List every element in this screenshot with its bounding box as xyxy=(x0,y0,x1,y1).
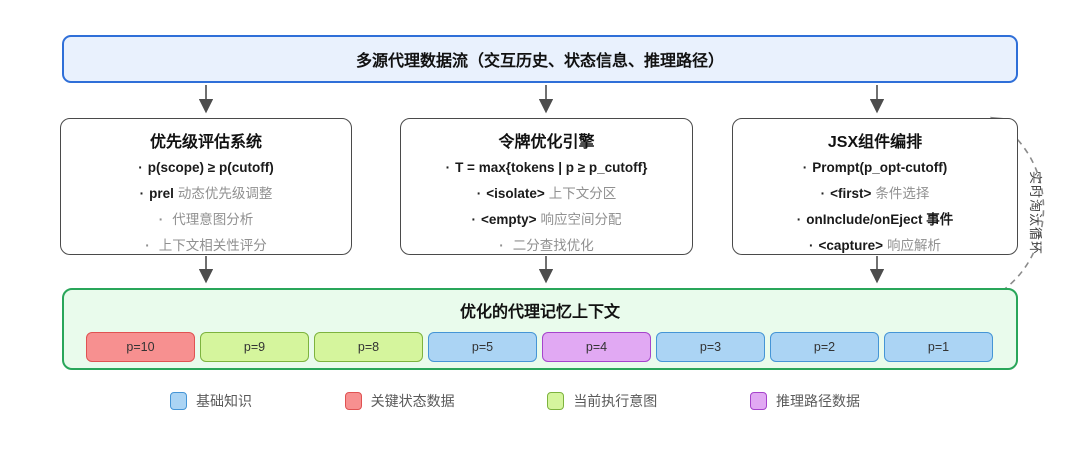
priority-chip: p=2 xyxy=(770,332,879,362)
legend-item-reasoning: 推理路径数据 xyxy=(749,391,860,411)
panel-item: 二分查找优化 xyxy=(407,233,686,259)
legend-label: 当前执行意图 xyxy=(573,393,658,409)
panel-title: 优先级评估系统 xyxy=(149,134,262,151)
memory-context-node: 优化的代理记忆上下文 p=10 p=9 p=8 p=5 p=4 p=3 p=2 … xyxy=(62,288,1018,370)
source-node-title: 多源代理数据流（交互历史、状态信息、推理路径） xyxy=(355,53,724,70)
priority-chip: p=8 xyxy=(314,332,423,362)
chip-label: p=9 xyxy=(243,340,266,354)
panel-priority-evaluation: 优先级评估系统 p(scope) ≥ p(cutoff) prel动态优先级调整… xyxy=(60,118,352,255)
legend-item-knowledge: 基础知识 xyxy=(170,391,252,411)
panel-item: p(scope) ≥ p(cutoff) xyxy=(67,155,345,181)
priority-chip: p=5 xyxy=(428,332,537,362)
panel-item-code: <empty> xyxy=(480,212,537,227)
panel-item-code: p(scope) ≥ p(cutoff) xyxy=(147,160,274,175)
priority-chip: p=1 xyxy=(884,332,993,362)
priority-chip: p=3 xyxy=(656,332,765,362)
chip-label: p=8 xyxy=(357,340,380,354)
panel-item-code: prel xyxy=(149,186,174,201)
priority-chip: p=9 xyxy=(200,332,309,362)
chip-label: p=3 xyxy=(699,340,722,354)
legend-swatch-red xyxy=(344,392,362,410)
priority-chip-row: p=10 p=9 p=8 p=5 p=4 p=3 p=2 p=1 xyxy=(86,332,998,362)
panel-item-code: <first> xyxy=(830,186,872,201)
panel-title: 令牌优化引擎 xyxy=(498,134,595,151)
panel-item: <empty>响应空间分配 xyxy=(407,207,686,233)
panel-item: 代理意图分析 xyxy=(67,207,345,233)
panel-item-text: 二分查找优化 xyxy=(512,238,594,253)
chip-label: p=2 xyxy=(813,340,836,354)
panel-jsx-orchestration: JSX组件编排 Prompt(p_opt-cutoff) <first>条件选择… xyxy=(732,118,1018,255)
legend-item-critical: 关键状态数据 xyxy=(344,391,455,411)
panel-item-code: <isolate> xyxy=(486,186,545,201)
priority-chip: p=4 xyxy=(542,332,651,362)
panel-item-code: <capture> xyxy=(818,238,884,253)
panel-item: <capture>响应解析 xyxy=(739,233,1011,259)
chip-label: p=4 xyxy=(585,340,608,354)
panel-item: Prompt(p_opt-cutoff) xyxy=(739,155,1011,181)
chip-label: p=10 xyxy=(126,340,155,354)
panel-item: T = max{tokens | p ≥ p_cutoff} xyxy=(407,155,686,181)
panel-item-text: 响应空间分配 xyxy=(540,212,622,227)
panel-item-text: 条件选择 xyxy=(875,186,930,201)
source-node: 多源代理数据流（交互历史、状态信息、推理路径） xyxy=(62,35,1018,83)
chip-label: p=5 xyxy=(471,340,494,354)
legend-swatch-green xyxy=(547,392,565,410)
legend-label: 推理路径数据 xyxy=(775,393,860,409)
panel-item-text: 上下文相关性评分 xyxy=(158,238,267,253)
legend-label: 基础知识 xyxy=(196,393,252,409)
panel-item: 上下文相关性评分 xyxy=(67,233,345,259)
panel-token-optimization: 令牌优化引擎 T = max{tokens | p ≥ p_cutoff} <i… xyxy=(400,118,693,255)
panel-item: onInclude/onEject 事件 xyxy=(739,207,1011,233)
feedback-loop-label: 实时淘汰循环 xyxy=(1028,170,1043,255)
legend-item-intent: 当前执行意图 xyxy=(547,391,657,411)
panel-item: <isolate>上下文分区 xyxy=(407,181,686,207)
panel-item-text: 动态优先级调整 xyxy=(177,186,273,201)
legend-label: 关键状态数据 xyxy=(370,393,455,409)
panel-item-text: 上下文分区 xyxy=(548,186,617,201)
legend: 基础知识 关键状态数据 当前执行意图 推理路径数据 xyxy=(170,391,860,411)
panel-item-text: 代理意图分析 xyxy=(172,212,254,227)
panel-item: <first>条件选择 xyxy=(739,181,1011,207)
panel-item-text: 响应解析 xyxy=(887,238,942,253)
panel-item-code: onInclude/onEject 事件 xyxy=(806,212,954,227)
panel-item-code: T = max{tokens | p ≥ p_cutoff} xyxy=(455,160,648,175)
memory-title: 优化的代理记忆上下文 xyxy=(459,304,620,321)
priority-chip: p=10 xyxy=(86,332,195,362)
chip-label: p=1 xyxy=(927,340,950,354)
panel-item-code: Prompt(p_opt-cutoff) xyxy=(812,160,948,175)
panel-title: JSX组件编排 xyxy=(827,134,923,151)
legend-swatch-purple xyxy=(749,392,767,410)
legend-swatch-blue xyxy=(170,392,187,410)
